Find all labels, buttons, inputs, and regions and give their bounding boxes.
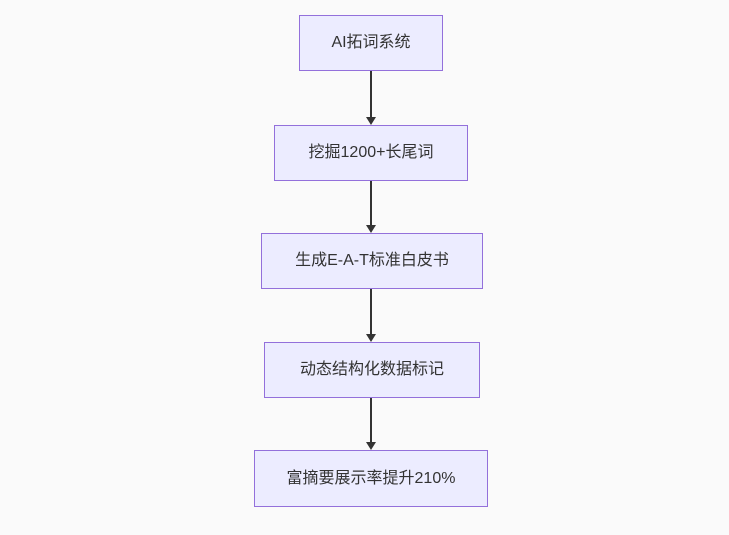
flow-node-step-2: 挖掘1200+长尾词 (274, 125, 468, 181)
flow-arrow-2 (366, 181, 376, 233)
arrow-head-icon (366, 334, 376, 342)
flow-node-step-1: AI拓词系统 (299, 15, 443, 71)
flow-arrow-1 (366, 71, 376, 125)
arrow-line (370, 71, 372, 117)
flow-node-step-3: 生成E-A-T标准白皮书 (261, 233, 483, 289)
flow-node-label: AI拓词系统 (331, 34, 411, 51)
arrow-line (370, 398, 372, 442)
arrow-head-icon (366, 117, 376, 125)
flow-node-step-5: 富摘要展示率提升210% (254, 450, 488, 507)
flow-node-label: 动态结构化数据标记 (299, 361, 444, 378)
flow-node-label: 挖掘1200+长尾词 (308, 144, 434, 161)
arrow-line (370, 181, 372, 225)
arrow-line (370, 289, 372, 334)
arrow-head-icon (366, 225, 376, 233)
flow-node-label: 富摘要展示率提升210% (286, 469, 456, 487)
flow-arrow-4 (366, 398, 376, 450)
arrow-head-icon (366, 442, 376, 450)
flow-node-label: 生成E-A-T标准白皮书 (295, 252, 449, 269)
flow-arrow-3 (366, 289, 376, 342)
flow-node-step-4: 动态结构化数据标记 (264, 342, 480, 398)
